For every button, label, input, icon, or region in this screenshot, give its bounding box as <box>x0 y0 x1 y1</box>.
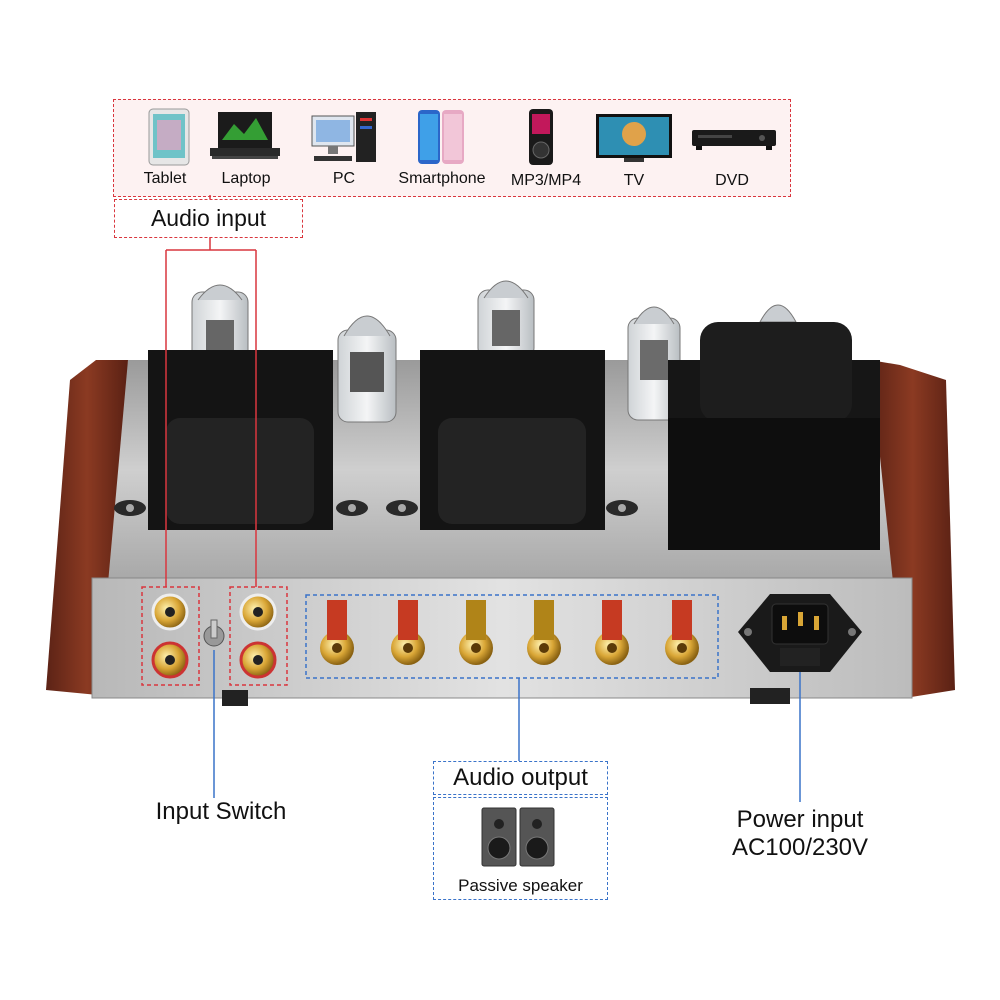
tv-icon <box>596 114 672 164</box>
audio-input-label: Audio input <box>150 205 267 231</box>
device-label-dvd: DVD <box>715 172 749 189</box>
audio-source-devices-panel: Tablet Laptop PC Smartphone MP3/MP4 TV D… <box>113 99 791 197</box>
laptop-icon <box>210 110 280 162</box>
vacuum-tube-4 <box>627 306 681 421</box>
output-transformer-right <box>386 350 638 530</box>
smartphone-icon <box>416 108 466 166</box>
input-switch-toggle <box>203 619 225 647</box>
passive-speaker-box: Passive speaker <box>433 797 608 900</box>
iec-power-socket <box>738 594 862 672</box>
device-label-tv: TV <box>623 172 645 189</box>
device-label-mp3-mp4: MP3/MP4 <box>510 172 582 189</box>
pc-icon <box>310 112 378 164</box>
power-voltage-label: AC100/230V <box>731 834 869 861</box>
vacuum-tube-2 <box>337 315 397 423</box>
power-transformer <box>668 322 880 550</box>
vacuum-tube-5 <box>759 304 797 323</box>
device-label-pc: PC <box>332 170 356 187</box>
rca-input-jacks <box>151 593 277 679</box>
output-transformer-left <box>114 350 368 530</box>
tablet-icon <box>147 108 191 166</box>
speaker-binding-posts <box>320 600 699 665</box>
power-input-label: Power input <box>736 806 864 833</box>
dvd-player-icon <box>692 126 776 152</box>
vacuum-tube-3 <box>477 280 535 359</box>
audio-input-label-box: Audio input <box>114 199 303 238</box>
audio-output-label: Audio output <box>453 764 588 791</box>
passive-speaker-label: Passive speaker <box>458 876 583 895</box>
input-switch-label: Input Switch <box>155 798 287 825</box>
device-label-tablet: Tablet <box>143 170 187 187</box>
audio-output-label-box: Audio output <box>433 761 608 795</box>
device-label-laptop: Laptop <box>221 170 271 187</box>
device-label-smartphone: Smartphone <box>398 170 486 187</box>
mp3-player-icon <box>528 108 554 166</box>
speaker-icon <box>480 806 556 868</box>
